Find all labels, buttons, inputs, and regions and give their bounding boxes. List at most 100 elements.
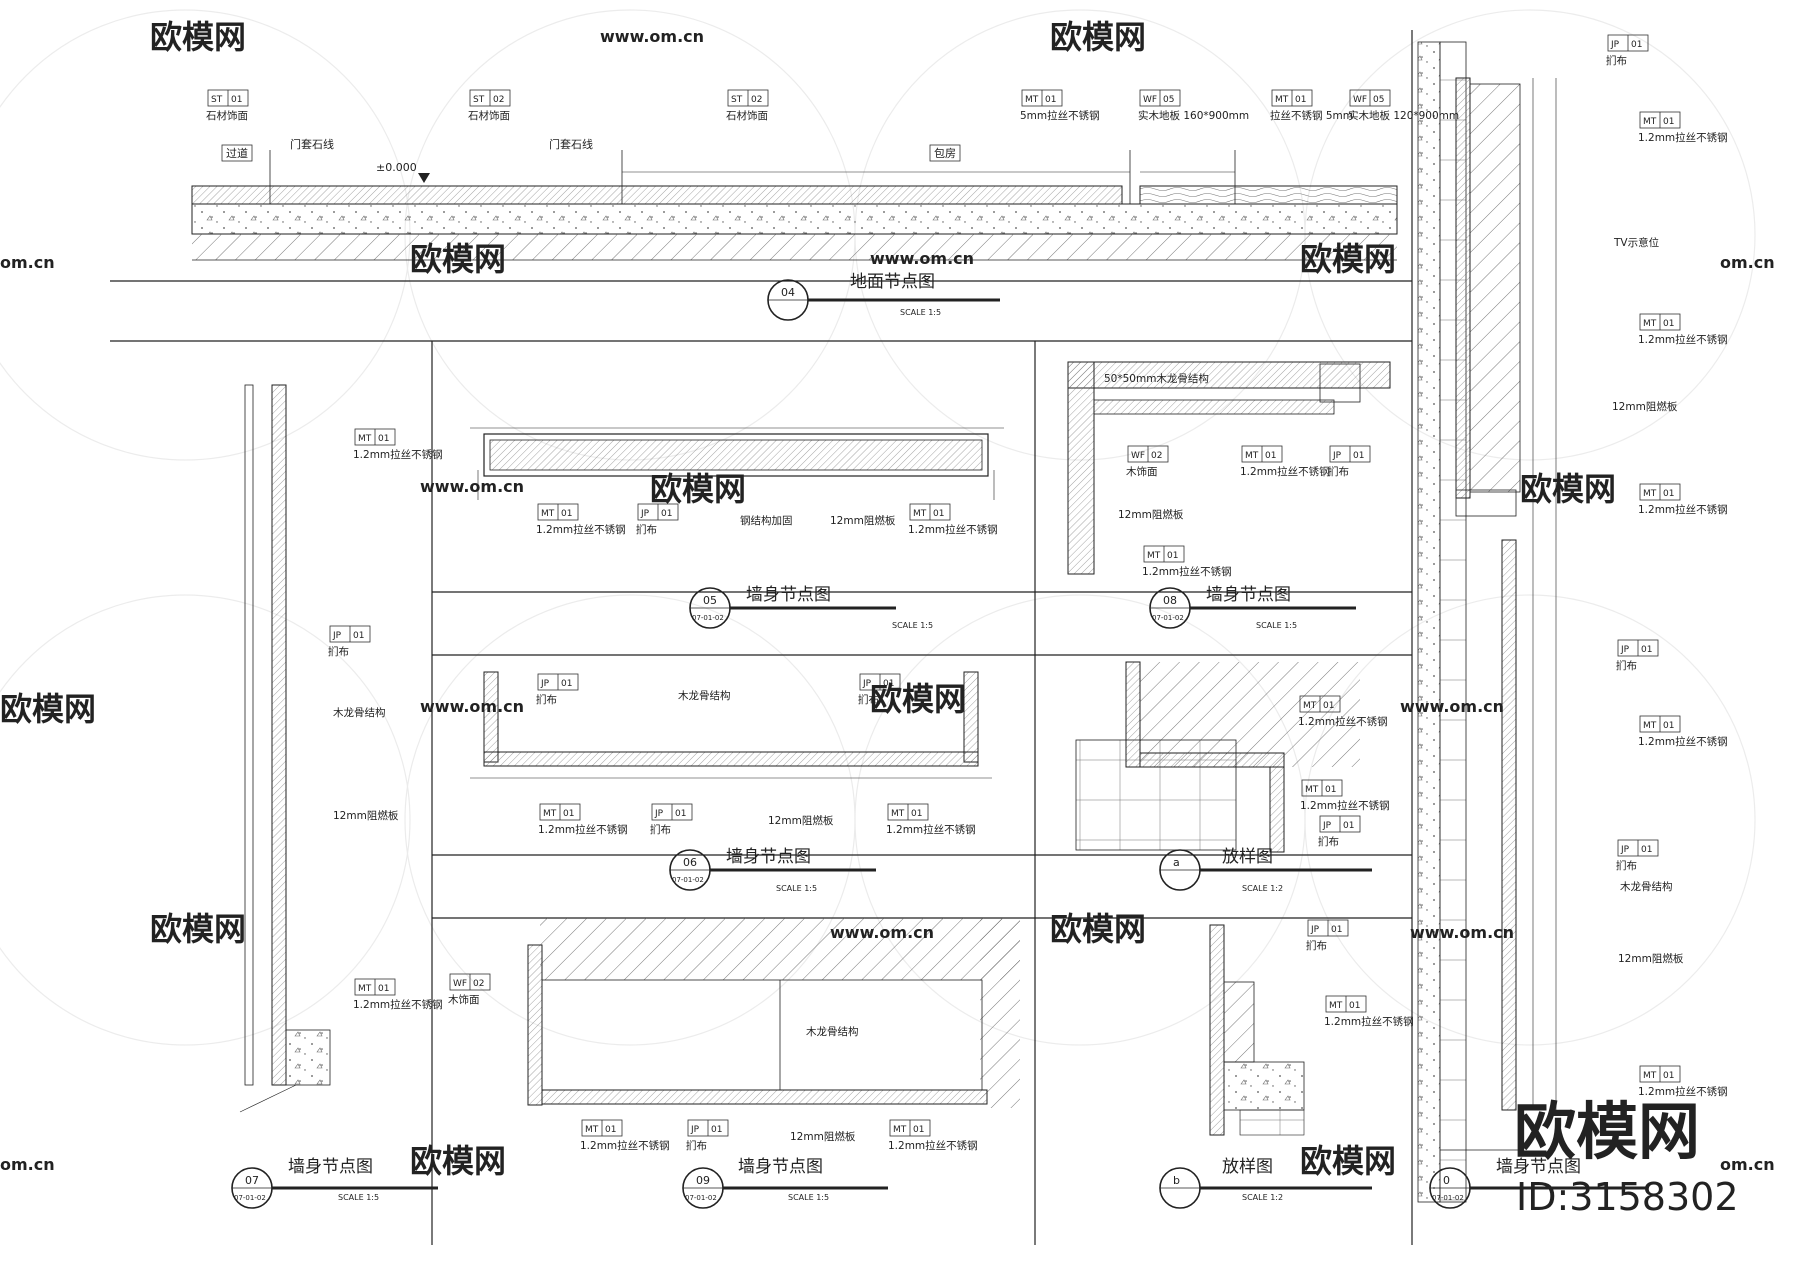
- callout-label: 扪布: [686, 1139, 707, 1152]
- callout-tag-code: MT: [893, 1125, 907, 1135]
- callout-tag-code: MT: [1643, 1071, 1657, 1081]
- callout-tag-code: JP: [862, 679, 872, 689]
- callout-tag-code: JP: [540, 679, 550, 689]
- watermark-brand: 欧模网: [410, 240, 506, 278]
- callout-label: 1.2mm拉丝不锈钢: [888, 1139, 978, 1152]
- callout-tag-num: 01: [1663, 117, 1674, 127]
- callout-tag-num: 01: [1641, 645, 1652, 655]
- callout-tag-code: JP: [1620, 645, 1630, 655]
- callout-tag-code: WF: [1143, 95, 1157, 105]
- callout-label: 木饰面: [448, 993, 480, 1006]
- drawing-scale: SCALE 1:5: [776, 884, 817, 893]
- panel-08-callout: 50*50mm木龙骨结构: [1104, 372, 1209, 385]
- callout-label: 木龙骨结构: [806, 1025, 859, 1038]
- callout-tag-code: MT: [891, 809, 905, 819]
- callout-tag-code: WF: [1353, 95, 1367, 105]
- callout-label: 扪布: [536, 693, 557, 706]
- callout-tag-num: 01: [1323, 701, 1334, 711]
- callout-label: 石材饰面: [726, 109, 768, 122]
- callout-tag-num: 01: [1167, 551, 1178, 561]
- callout-label: 1.2mm拉丝不锈钢: [886, 823, 976, 836]
- watermark-brand: 欧模网: [1050, 18, 1146, 56]
- callout-tag-code: MT: [1245, 451, 1259, 461]
- panel-06-callout: 木龙骨结构: [678, 689, 731, 702]
- panel-right-callout: 12mm阻燃板: [1618, 952, 1684, 965]
- wall-node-08-drawing: [1067, 361, 1391, 575]
- wall-node-05-drawing: [470, 427, 1004, 500]
- callout-tag-code: MT: [1643, 489, 1657, 499]
- callout-label: 木龙骨结构: [333, 706, 386, 719]
- panel-right-callout: JP 01 扪布: [1616, 639, 1659, 672]
- callout-tag-code: MT: [1275, 95, 1289, 105]
- callout-tag-num: 02: [473, 979, 484, 989]
- panel-05-callout: JP 01 扪布: [636, 503, 679, 536]
- watermark-brand-large: 欧模网: [1514, 1095, 1700, 1168]
- callout-tag-code: JP: [1310, 925, 1320, 935]
- callout-tag-code: WF: [1131, 451, 1145, 461]
- watermark-brand: 欧模网: [870, 680, 966, 718]
- floor-zone: 门套石线: [549, 137, 593, 151]
- callout-label: 扪布: [1616, 659, 1637, 672]
- watermark-site: www.om.cn: [420, 697, 524, 716]
- floor-zone: 过道: [221, 144, 253, 162]
- callout-label: 石材饰面: [206, 109, 248, 122]
- floor-zone-label: 包房: [934, 147, 956, 160]
- layout-a-drawing: [1075, 661, 1360, 853]
- floor-node-drawing: ±0.000: [191, 150, 1398, 261]
- callout-label: 1.2mm拉丝不锈钢: [1240, 465, 1330, 478]
- drawing-title: 放样图: [1222, 847, 1273, 867]
- panel-right-callout: 木龙骨结构: [1620, 880, 1673, 893]
- callout-label: 12mm阻燃板: [1618, 952, 1684, 965]
- callout-tag-num: 01: [561, 509, 572, 519]
- callout-tag-num: 01: [353, 631, 364, 641]
- watermark-brand: 欧模网: [1520, 470, 1616, 508]
- panel-05-callout: 钢结构加固: [740, 514, 793, 527]
- callout-tag-num: 01: [675, 809, 686, 819]
- drawing-title: 墙身节点图: [1206, 585, 1291, 605]
- callout-tag-num: 01: [1641, 845, 1652, 855]
- callout-tag-num: 01: [711, 1125, 722, 1135]
- drawing-title: 地面节点图: [850, 272, 935, 292]
- floor-zone: 包房: [929, 144, 961, 162]
- callout-tag-code: JP: [640, 509, 650, 519]
- callout-label: 1.2mm拉丝不锈钢: [1638, 735, 1728, 748]
- callout-tag-code: JP: [1322, 821, 1332, 831]
- callout-label: 1.2mm拉丝不锈钢: [353, 998, 443, 1011]
- callout-tag-num: 01: [1631, 40, 1642, 50]
- callout-tag-code: MT: [1643, 721, 1657, 731]
- callout-tag-code: ST: [211, 95, 223, 105]
- callout-tag-num: 01: [933, 509, 944, 519]
- wall-node-right-drawing: [1417, 41, 1557, 1203]
- callout-tag-num: 01: [883, 679, 894, 689]
- callout-label: 扪布: [636, 523, 657, 536]
- callout-label: 1.2mm拉丝不锈钢: [1142, 565, 1232, 578]
- callout-label: 木饰面: [1126, 465, 1158, 478]
- callout-label: 扪布: [1318, 835, 1339, 848]
- watermark-id: ID:3158302: [1516, 1175, 1739, 1219]
- callout-label: 扪布: [650, 823, 671, 836]
- layout-b-drawing: [1209, 924, 1305, 1136]
- watermark-text-layer: 欧模网欧模网欧模网欧模网欧模网欧模网欧模网欧模网欧模网欧模网欧模网欧模网www.…: [0, 18, 1775, 1180]
- callout-label: TV示意位: [1613, 236, 1660, 249]
- callout-tag-num: 01: [661, 509, 672, 519]
